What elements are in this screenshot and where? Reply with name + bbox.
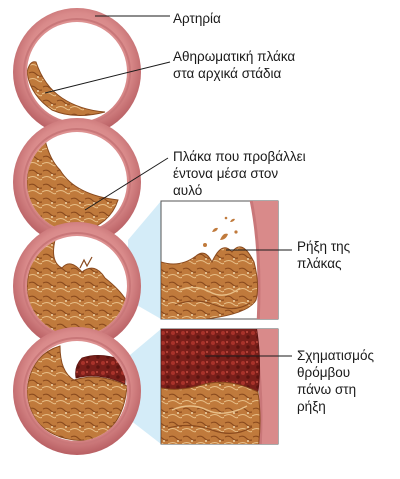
zoom-box-rupture bbox=[160, 200, 279, 320]
artery-stage-1 bbox=[13, 8, 141, 136]
label-artery: Αρτηρία bbox=[173, 11, 221, 26]
artery-stage-4 bbox=[13, 327, 141, 455]
label-thrombus-formation: Σχηματισμός θρόμβου πάνω στη ρήξη bbox=[297, 348, 374, 414]
leader-line-protruding-plaque bbox=[84, 157, 169, 211]
artery-stage-3 bbox=[13, 222, 141, 350]
zoom-box-thrombus bbox=[160, 328, 279, 445]
label-plaque-rupture: Ρήξη της πλάκας bbox=[297, 239, 351, 271]
plaque-with-thrombus bbox=[27, 345, 127, 441]
zoom-beam-thrombus bbox=[130, 329, 161, 444]
label-protruding-plaque: Πλάκα που προβάλλει έντονα μέσα στον αυλ… bbox=[173, 149, 306, 198]
label-early-plaque: Αθηρωματική πλάκα στα αρχικά στάδια bbox=[173, 49, 296, 81]
plaque-early bbox=[27, 61, 106, 116]
artery-stage-2 bbox=[13, 118, 141, 246]
leader-line-early-plaque bbox=[44, 61, 171, 94]
